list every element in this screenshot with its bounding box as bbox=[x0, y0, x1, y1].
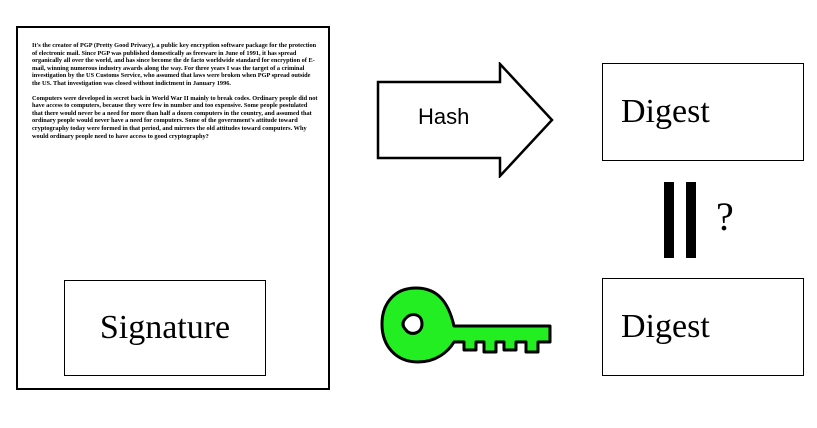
digest-box-top: Digest bbox=[602, 63, 804, 161]
signed-document: It's the creator of PGP (Pretty Good Pri… bbox=[16, 26, 330, 390]
key-icon bbox=[380, 286, 552, 364]
document-paragraph-2: Computers were developed in secret back … bbox=[32, 94, 318, 140]
hash-label: Hash bbox=[418, 104, 470, 129]
question-mark: ? bbox=[716, 194, 734, 239]
hash-arrow-icon bbox=[376, 62, 554, 178]
document-paragraph-1: It's the creator of PGP (Pretty Good Pri… bbox=[32, 42, 317, 87]
document-text: It's the creator of PGP (Pretty Good Pri… bbox=[32, 42, 318, 147]
equality-bar-left bbox=[664, 182, 674, 258]
digest-box-bottom: Digest bbox=[602, 278, 804, 376]
equality-bar-right bbox=[686, 182, 696, 258]
signature-box: Signature bbox=[64, 280, 266, 376]
